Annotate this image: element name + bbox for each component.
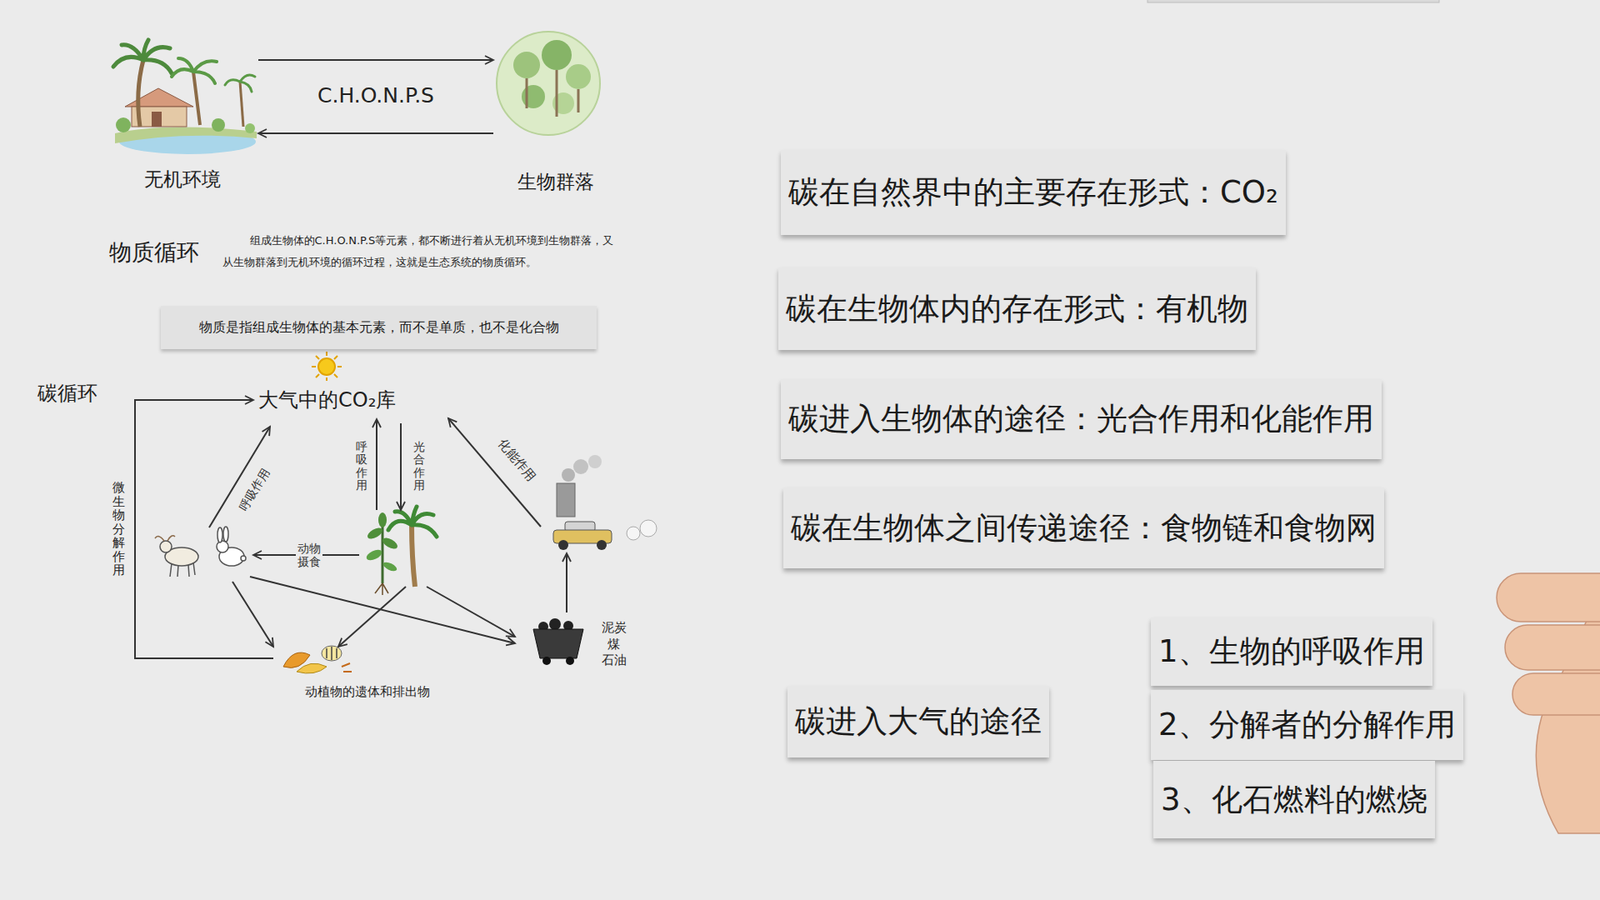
pathway-item: 1、生物的呼吸作用 <box>1150 617 1433 686</box>
node-text: 动植物的遗体和排出物 <box>305 684 430 700</box>
connector-arrow <box>135 400 274 659</box>
node-text: 1、生物的呼吸作用 <box>1158 630 1425 673</box>
process-label: 光合作用 <box>413 440 425 493</box>
node-text: 泥炭 煤 石油 <box>600 620 628 670</box>
node-text: 2、分解者的分解作用 <box>1158 704 1456 746</box>
cycle-arrows <box>209 418 567 647</box>
node-text: 3、化石燃料的燃烧 <box>1160 779 1428 821</box>
node-text: 碳在生物体之间传递途径：食物链和食物网 <box>790 507 1377 550</box>
remains-node: 动植物的遗体和排出物 <box>273 635 462 702</box>
factory-car <box>553 455 657 550</box>
pathway-strip: 碳进入大气的途径 <box>787 685 1050 758</box>
pathway-item: 2、分解者的分解作用 <box>1150 690 1464 760</box>
node-text: 碳在生物体内的存在形式：有机物 <box>785 288 1249 330</box>
co2-pool-node: 大气中的CO₂库 <box>255 385 400 415</box>
pathway-item: 3、化石燃料的燃烧 <box>1153 760 1435 839</box>
fact-strip: 碳进入生物体的途径：光合作用和化能作用 <box>780 379 1382 460</box>
section-heading: 物质循环 <box>109 237 200 268</box>
process-label: 呼吸作用 <box>236 465 274 514</box>
node-text: 生物群落 <box>517 170 595 195</box>
section-heading: 碳循环 <box>37 380 98 407</box>
connector-arrow <box>258 59 494 61</box>
connector-arrow <box>258 132 494 135</box>
fossil-fuel-node: 泥炭 煤 石油 <box>596 618 631 671</box>
fact-strip: 碳在生物体之间传递途径：食物链和食物网 <box>783 487 1385 569</box>
remains-figure <box>283 645 352 674</box>
fact-strip: 碳在自然界中的主要存在形式：CO₂ <box>780 150 1286 235</box>
animals-figure <box>155 526 246 577</box>
node-text: 碳在自然界中的主要存在形式：CO₂ <box>788 171 1279 214</box>
tropical-scene <box>113 40 257 155</box>
node-text: 无机环境 <box>144 167 221 192</box>
node-text: 碳进入生物体的途径：光合作用和化能作用 <box>788 398 1375 440</box>
note-box: 物质是指组成生物体的基本元素，而不是单质，也不是化合物 <box>160 305 597 350</box>
edge-label: C.H.O.N.P.S <box>317 83 435 108</box>
process-label: 动物摄食 <box>295 540 323 570</box>
node-text: 碳进入大气的途径 <box>795 700 1042 743</box>
edge-label: 微生物分解作用 <box>112 480 125 578</box>
plants-figure <box>365 506 437 595</box>
node-text: 大气中的CO₂库 <box>258 386 396 414</box>
definition-text: 组成生物体的C.H.O.N.P.S等元素，都不断进行着从无机环境到生物群落，又从… <box>222 230 615 274</box>
node-text: 物质是指组成生物体的基本元素，而不是单质，也不是化合物 <box>199 319 560 337</box>
sun-symbol <box>311 351 342 381</box>
coal-cart <box>533 618 584 665</box>
process-label: 化能作用 <box>494 435 539 485</box>
hand-figure <box>1496 573 1600 834</box>
forest-circle <box>496 31 600 135</box>
community-node: 生物群落 <box>493 25 619 196</box>
process-label: 呼吸作用 <box>355 440 368 493</box>
fact-strip: 碳在生物体内的存在形式：有机物 <box>778 267 1256 350</box>
environment-node: 无机环境 <box>106 33 259 194</box>
top-bar <box>1147 0 1440 3</box>
